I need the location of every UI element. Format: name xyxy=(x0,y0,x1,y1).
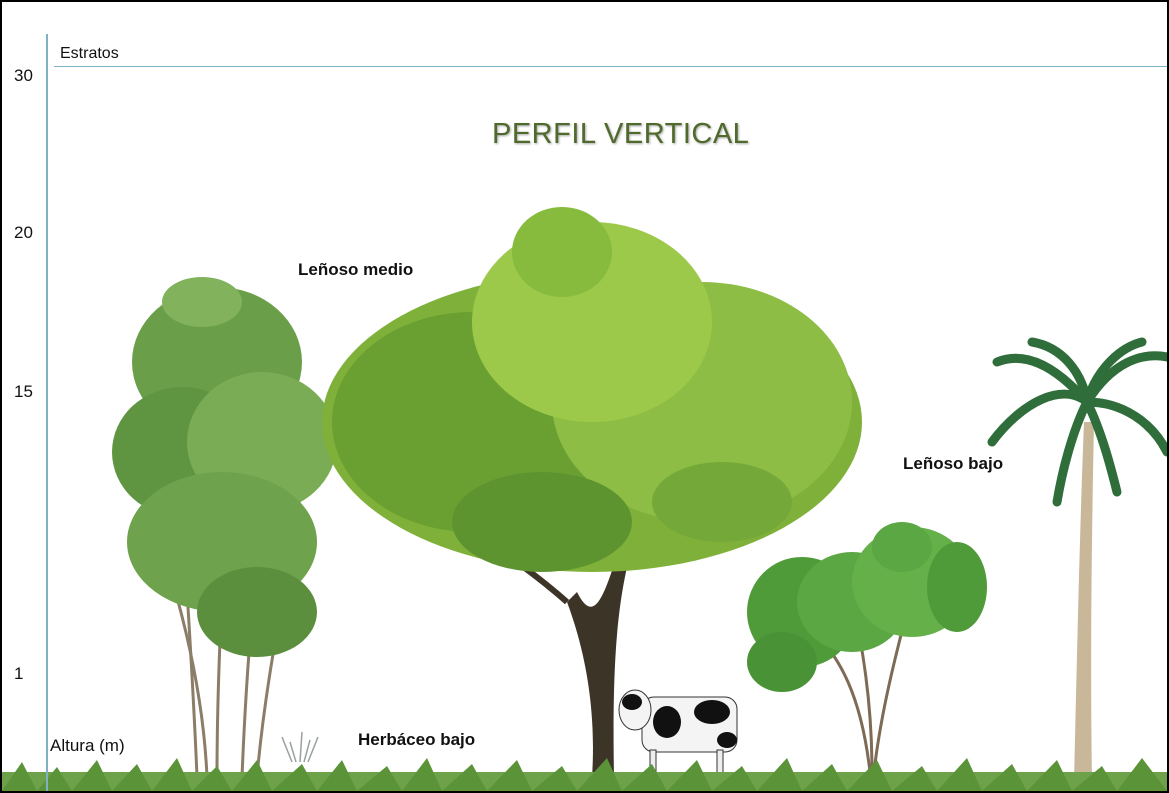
ground-grass xyxy=(2,758,1167,791)
stratum-leñoso-medio: Leñoso medio xyxy=(298,260,413,280)
tick-15: 15 xyxy=(14,382,33,402)
tick-1: 1 xyxy=(14,664,23,684)
strata-axis-label: Estratos xyxy=(60,45,119,63)
diagram-title: PERFIL VERTICAL xyxy=(492,118,749,151)
tick-20: 20 xyxy=(14,223,33,243)
stratum-herbaceo-bajo: Herbáceo bajo xyxy=(358,730,475,750)
small-tree xyxy=(747,522,987,772)
tick-30: 30 xyxy=(14,66,33,86)
cow xyxy=(619,690,737,780)
palm-tree xyxy=(992,342,1167,782)
height-axis-label: Altura (m) xyxy=(50,736,125,756)
height-axis-line xyxy=(46,34,48,791)
stratum-leñoso-bajo: Leñoso bajo xyxy=(903,454,1003,474)
top-reference-line xyxy=(54,66,1167,67)
left-tree xyxy=(112,277,337,777)
grass-tuft xyxy=(282,732,318,762)
